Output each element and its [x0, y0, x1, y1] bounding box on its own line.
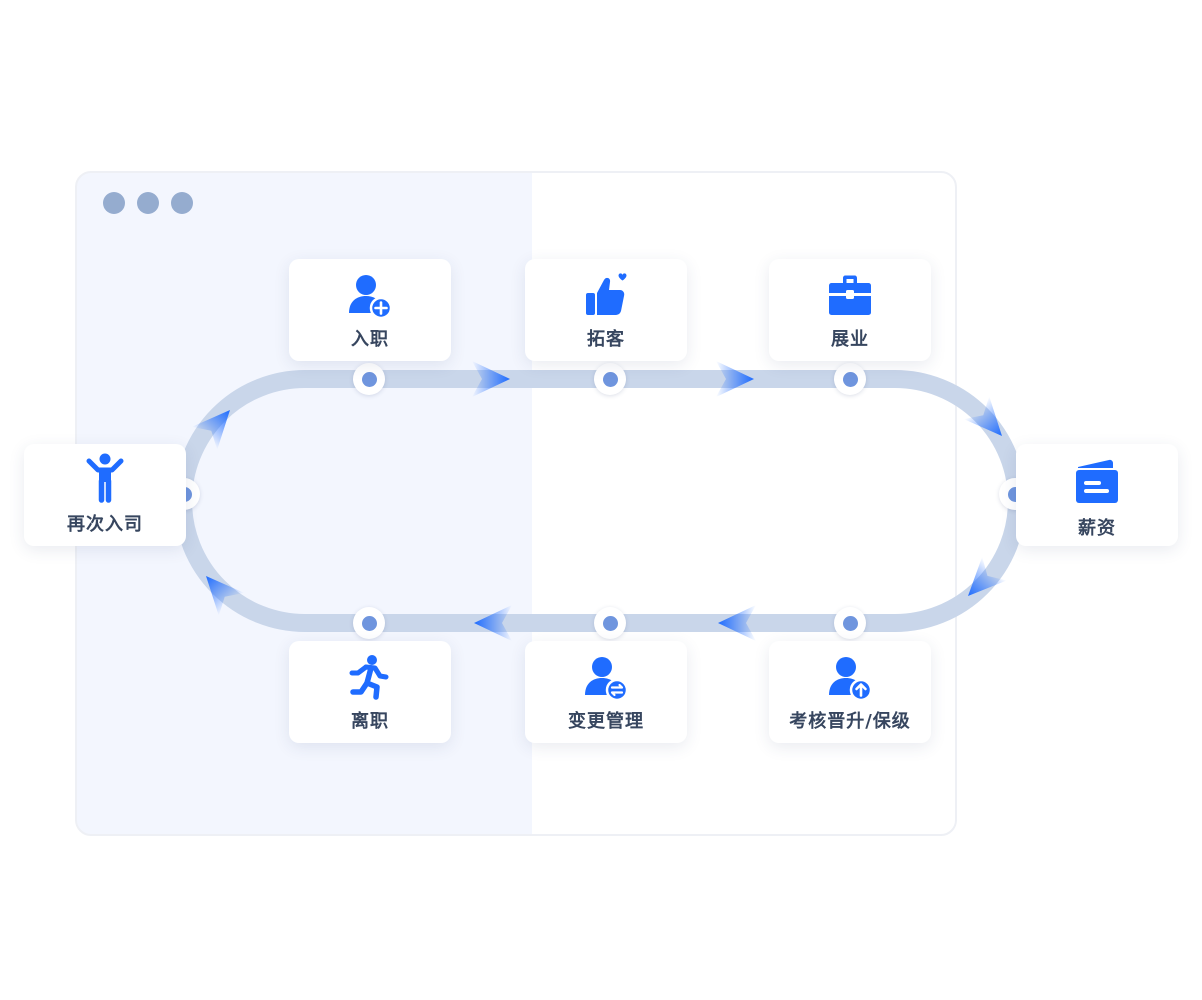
step-card-review[interactable]: 考核晋升/保级 — [769, 641, 931, 743]
arrow-curve-icon — [191, 410, 230, 450]
step-label: 展业 — [831, 329, 869, 350]
arrow-curve-icon — [963, 396, 1002, 436]
step-label: 薪资 — [1078, 518, 1116, 539]
track-node-review — [834, 607, 866, 639]
step-label: 离职 — [351, 711, 389, 732]
thumbs-up-icon — [586, 273, 627, 315]
window-dot-1[interactable] — [103, 192, 125, 214]
step-card-change[interactable]: 变更管理 — [525, 641, 687, 743]
track-node-onboard — [353, 363, 385, 395]
step-card-onboard[interactable]: 入职 — [289, 259, 451, 361]
arrow-right-icon — [472, 361, 510, 397]
arrow-curve-icon — [968, 556, 1007, 596]
arrow-left-icon — [718, 605, 756, 641]
step-card-salary[interactable]: 薪资 — [1016, 444, 1178, 546]
window-dot-2[interactable] — [137, 192, 159, 214]
user-upgrade-icon — [829, 657, 873, 701]
user-add-icon — [349, 275, 393, 319]
step-label: 拓客 — [587, 329, 625, 350]
window-controls — [103, 192, 193, 214]
wallet-icon — [1076, 459, 1118, 503]
step-card-leave[interactable]: 离职 — [289, 641, 451, 743]
track-node-prospect — [594, 363, 626, 395]
briefcase-icon — [829, 275, 871, 315]
track-node-business — [834, 363, 866, 395]
track-node-change — [594, 607, 626, 639]
step-card-prospect[interactable]: 拓客 — [525, 259, 687, 361]
track-loop — [174, 370, 1026, 632]
step-label: 入职 — [351, 329, 389, 350]
arrow-left-icon — [474, 605, 512, 641]
step-label: 变更管理 — [568, 711, 644, 732]
step-card-rejoin[interactable]: 再次入司 — [24, 444, 186, 546]
window-dot-3[interactable] — [171, 192, 193, 214]
user-transfer-icon — [585, 657, 629, 701]
step-label: 再次入司 — [67, 514, 143, 535]
person-arms-up-icon — [86, 453, 124, 503]
arrow-curve-icon — [206, 576, 245, 616]
step-card-business[interactable]: 展业 — [769, 259, 931, 361]
arrow-right-icon — [716, 361, 754, 397]
running-person-icon — [349, 655, 389, 700]
step-label: 考核晋升/保级 — [789, 711, 911, 732]
track-node-leave — [353, 607, 385, 639]
